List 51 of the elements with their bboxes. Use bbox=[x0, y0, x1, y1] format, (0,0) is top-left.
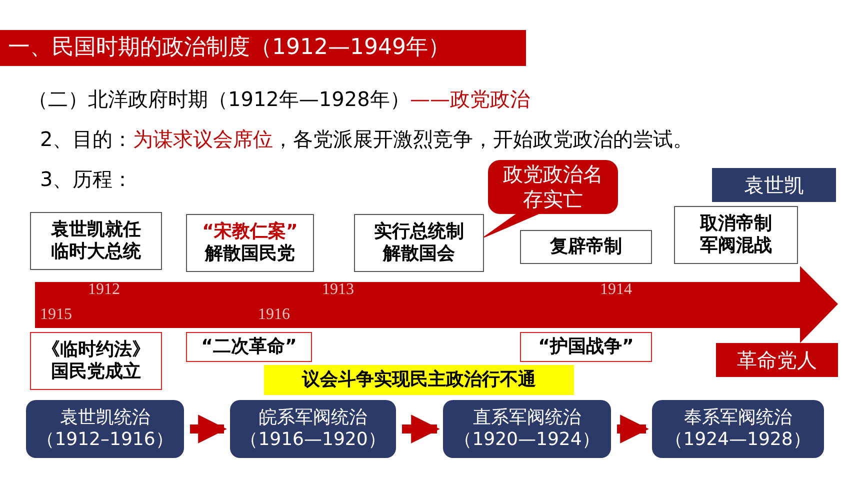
box-text: 皖系军阀统治 bbox=[259, 406, 367, 429]
arrow bbox=[190, 414, 227, 444]
box-text: 复辟帝制 bbox=[550, 236, 622, 258]
year-label: 1912 bbox=[88, 280, 120, 300]
text-label: ——政党政治 bbox=[410, 86, 530, 113]
text-label: 为谋求议会席位 bbox=[133, 126, 273, 153]
box-text: 实行总统制解散国会 bbox=[374, 220, 464, 266]
box-text: 袁世凯就任临时大总统 bbox=[51, 218, 141, 264]
box-text: 解散国民党 bbox=[205, 243, 295, 266]
event-box bbox=[30, 212, 162, 270]
box-text: “二次革命” bbox=[201, 336, 297, 358]
stage-box bbox=[652, 400, 824, 458]
stage-box bbox=[26, 400, 184, 458]
box-text: 《临时约法》国民党成立 bbox=[42, 338, 150, 384]
text-label: ，各党派展开激烈竞争，开始政党政治的尝试。 bbox=[273, 126, 693, 153]
event-box bbox=[520, 332, 652, 362]
box-text: 议会斗争实现民主政治行不通 bbox=[302, 368, 536, 392]
stage-box bbox=[230, 400, 396, 458]
name-tag bbox=[716, 343, 838, 377]
arrow bbox=[617, 414, 649, 444]
year-label: 1916 bbox=[258, 305, 290, 325]
box-text: （1912–1916） bbox=[36, 429, 174, 452]
box-text: “护国战争” bbox=[538, 336, 634, 358]
box-text: 直系军阀统治 bbox=[473, 406, 581, 429]
event-box bbox=[354, 214, 484, 272]
text-label: 3、历程： bbox=[40, 166, 133, 193]
box-text: 取消帝制军阀混战 bbox=[700, 212, 772, 258]
box-text: “宋教仁案” bbox=[202, 220, 298, 243]
box-text: 袁世凯统治 bbox=[60, 406, 150, 429]
box-text: （1916—1920） bbox=[240, 429, 386, 452]
box-text: 袁世凯 bbox=[744, 172, 804, 198]
box-text: 革命党人 bbox=[737, 348, 817, 372]
stage-box bbox=[443, 400, 611, 458]
event-box bbox=[186, 332, 312, 362]
event-box bbox=[674, 206, 798, 264]
event-box bbox=[186, 214, 314, 272]
box-text: 奉系军阀统治 bbox=[684, 406, 792, 429]
event-box bbox=[520, 230, 652, 264]
box-text: （1920—1924） bbox=[454, 429, 600, 452]
year-label: 1913 bbox=[322, 280, 354, 300]
title-banner: 一、民国时期的政治制度（1912—1949年） bbox=[0, 30, 526, 66]
highlight-banner bbox=[264, 365, 574, 395]
year-label: 1915 bbox=[40, 305, 72, 325]
text-label: （二）北洋政府时期（1912年—1928年） bbox=[28, 86, 410, 113]
year-label: 1914 bbox=[600, 280, 632, 300]
box-text: （1924—1928） bbox=[665, 429, 811, 452]
arrow bbox=[402, 414, 440, 444]
box-text: 政党政治名存实亡 bbox=[503, 162, 603, 212]
event-box bbox=[30, 332, 162, 390]
text-label: 2、目的： bbox=[40, 126, 133, 153]
name-tag bbox=[712, 168, 836, 202]
